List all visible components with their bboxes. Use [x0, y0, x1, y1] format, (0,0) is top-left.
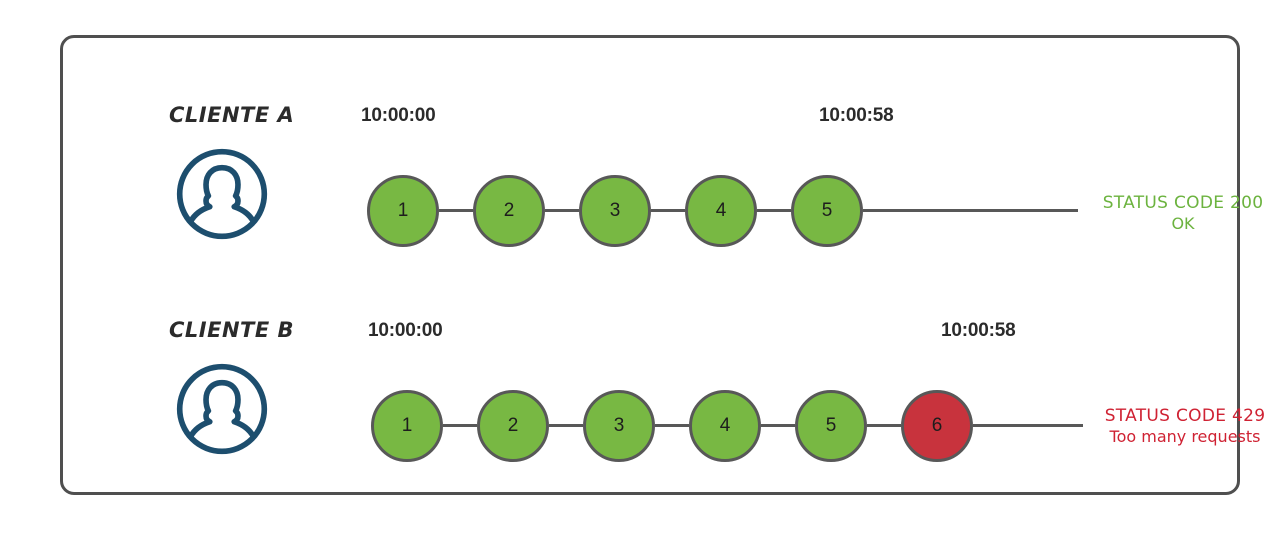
status-message-b: Too many requests	[1109, 426, 1261, 446]
connector	[439, 209, 473, 212]
chain-tail-b	[973, 424, 1083, 427]
request-node-number: 5	[825, 415, 837, 436]
request-node[interactable]: 2	[473, 175, 545, 247]
request-node-number: 6	[931, 415, 943, 436]
request-node-number: 4	[719, 415, 731, 436]
connector	[867, 424, 901, 427]
request-node[interactable]: 5	[791, 175, 863, 247]
connector	[757, 209, 791, 212]
request-node[interactable]: 2	[477, 390, 549, 462]
status-badge-b: STATUS CODE 429 Too many requests	[1085, 406, 1280, 446]
timestamp-start-a: 10:00:00	[361, 105, 436, 126]
connector	[443, 424, 477, 427]
request-node-number: 2	[507, 415, 519, 436]
request-node[interactable]: 3	[583, 390, 655, 462]
diagram-frame: CLIENTE A 10:00:00 10:00:58 1	[60, 35, 1265, 495]
request-node-number: 5	[821, 200, 833, 221]
request-node[interactable]: 1	[367, 175, 439, 247]
client-row-cliente-b: CLIENTE B 10:00:00 10:00:58 1	[63, 318, 1265, 518]
client-label-b: CLIENTE B	[169, 318, 295, 342]
request-node[interactable]: 3	[579, 175, 651, 247]
status-code-b: STATUS CODE 429	[1104, 406, 1266, 426]
request-node[interactable]: 4	[685, 175, 757, 247]
chain-tail-a	[863, 209, 1078, 212]
user-circle-icon	[175, 147, 269, 241]
connector	[651, 209, 685, 212]
connector	[655, 424, 689, 427]
request-node[interactable]: 1	[371, 390, 443, 462]
request-node-blocked[interactable]: 6	[901, 390, 973, 462]
request-node[interactable]: 4	[689, 390, 761, 462]
connector	[761, 424, 795, 427]
connector	[549, 424, 583, 427]
request-node-number: 1	[397, 200, 409, 221]
status-badge-a: STATUS CODE 200 OK	[1088, 193, 1278, 233]
status-message-a: OK	[1171, 213, 1195, 233]
user-circle-icon	[175, 362, 269, 456]
request-node-number: 3	[613, 415, 625, 436]
request-node[interactable]: 5	[795, 390, 867, 462]
request-node-number: 3	[609, 200, 621, 221]
client-label-a: CLIENTE A	[169, 103, 295, 127]
request-node-number: 1	[401, 415, 413, 436]
status-code-a: STATUS CODE 200	[1102, 193, 1264, 213]
timestamp-start-b: 10:00:00	[368, 320, 443, 341]
connector	[545, 209, 579, 212]
request-node-number: 4	[715, 200, 727, 221]
timestamp-end-b: 10:00:58	[941, 320, 1016, 341]
client-row-cliente-a: CLIENTE A 10:00:00 10:00:58 1	[63, 103, 1263, 303]
request-node-number: 2	[503, 200, 515, 221]
timestamp-end-a: 10:00:58	[819, 105, 894, 126]
